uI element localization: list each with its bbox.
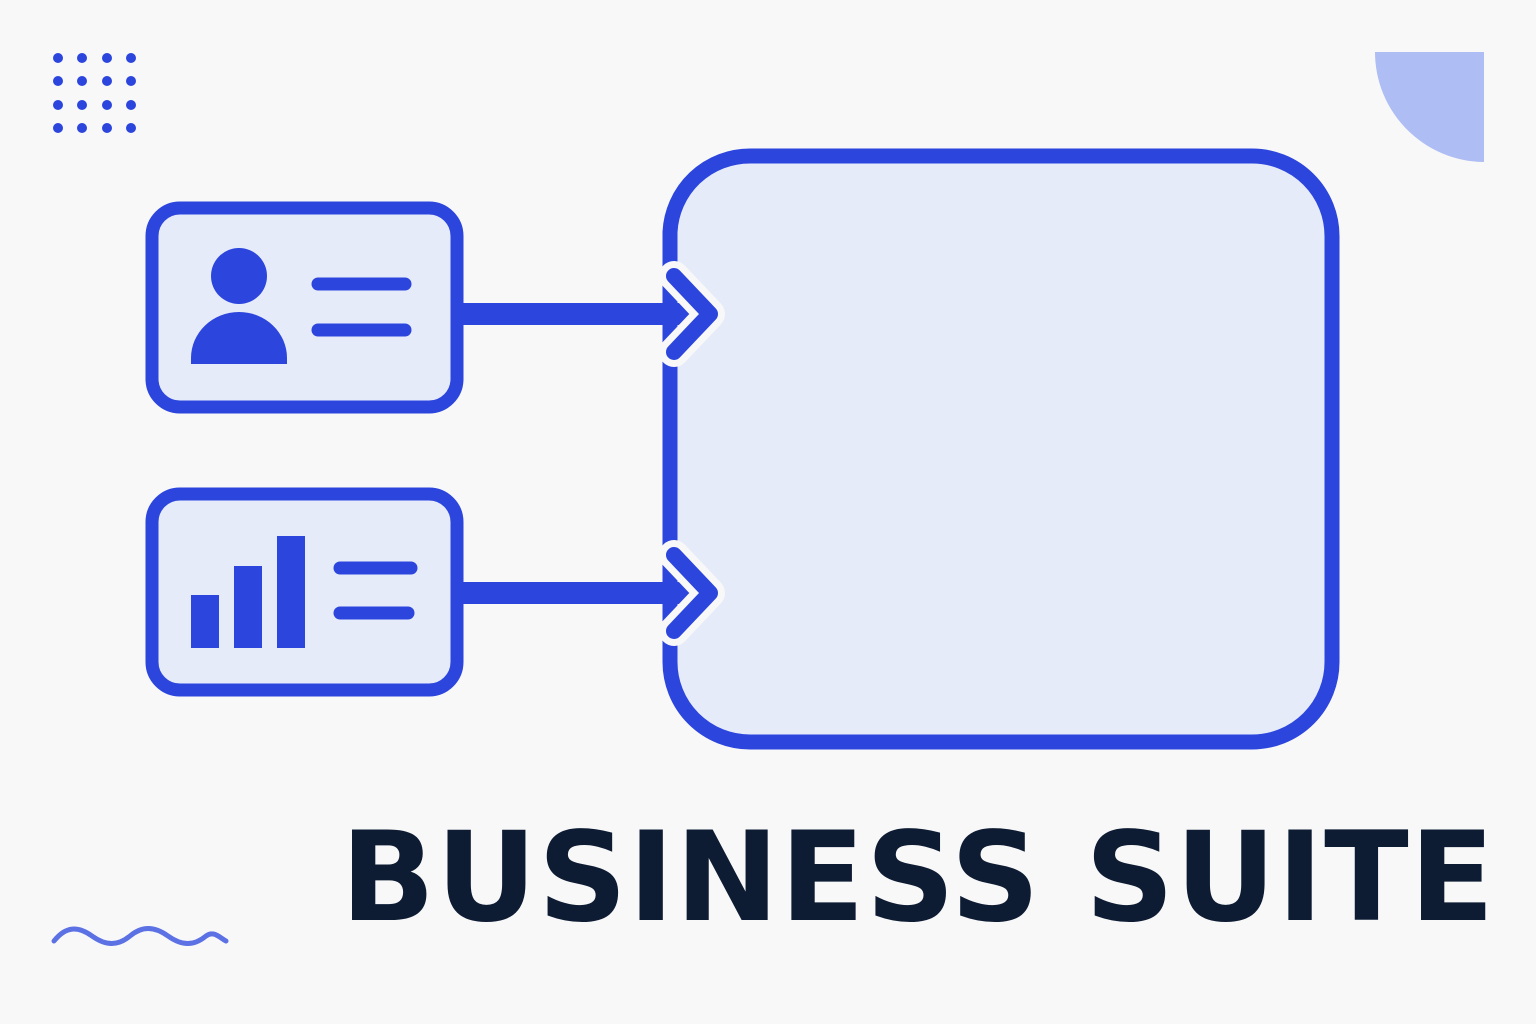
profile-text-lines — [311, 277, 412, 337]
arrow-chart-to-panel — [463, 540, 725, 646]
destination-panel — [662, 148, 1340, 750]
wave-decoration — [51, 926, 229, 946]
chart-card — [145, 487, 464, 697]
profile-card — [145, 201, 464, 414]
dot-grid-decoration — [53, 53, 136, 133]
user-profile-icon — [191, 248, 287, 364]
chart-text-lines — [333, 561, 418, 620]
page-title: BUSINESS SUITE — [340, 806, 1496, 950]
bar-chart-icon — [191, 536, 305, 648]
quarter-circle-decoration — [1375, 52, 1484, 162]
arrow-profile-to-panel — [463, 261, 725, 367]
